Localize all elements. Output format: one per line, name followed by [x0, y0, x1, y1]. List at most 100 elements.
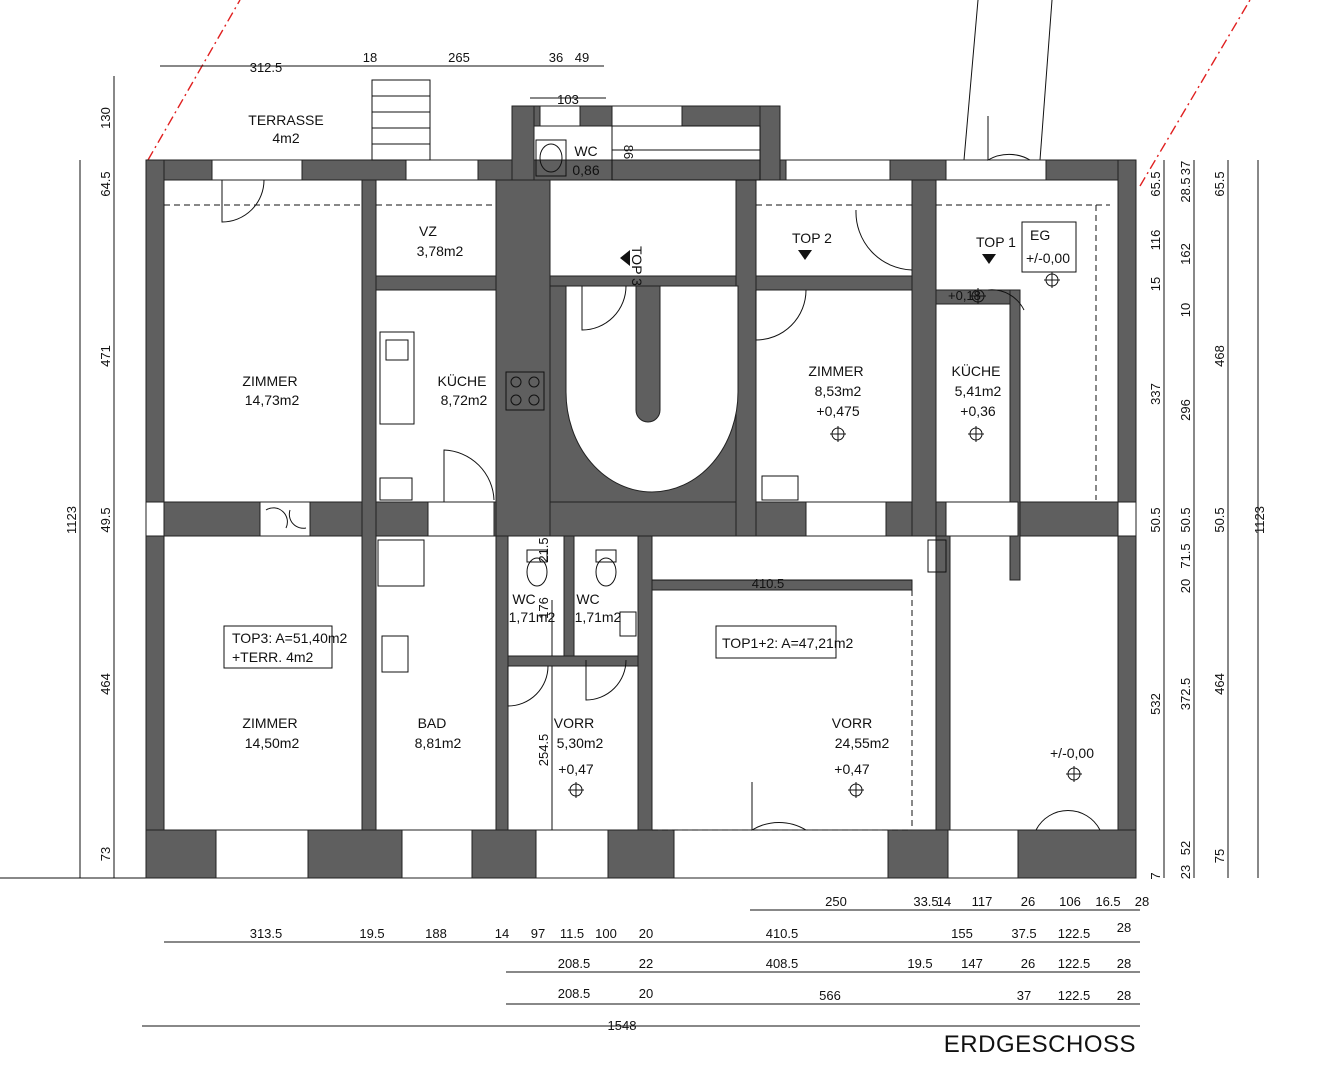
dims-bottom-row4: 208.5 20 566 37 122.5 28 [558, 986, 1132, 1003]
room-area: 5,41m2 [955, 383, 1002, 399]
dim-text: 65.5 [1212, 171, 1227, 196]
dim-text: 208.5 [558, 986, 591, 1001]
entry-arrow-icon [620, 250, 630, 266]
room-level: +0,47 [834, 761, 870, 777]
room-name: VORR [832, 715, 872, 731]
entry-markers: TOP 2 TOP 1 TOP 3 +/-0,00 +0,18 [620, 230, 1094, 761]
tag-top3-terr: +TERR. 4m2 [232, 649, 314, 665]
room-vorr-small: VORR 5,30m2 +0,47 [554, 715, 604, 777]
dim-text: 75 [1212, 849, 1227, 863]
tag-top1: TOP 1 [976, 234, 1016, 250]
room-name: VZ [419, 223, 437, 239]
dimension-lines [79, 65, 1259, 1027]
dim-text: 117 [972, 894, 993, 909]
dim-text: 532 [1148, 693, 1163, 715]
dashed-lines [164, 204, 1110, 831]
dims-right-mid: 37 28.5 162 10 296 50.5 71.5 20 372.5 52… [1178, 161, 1193, 879]
drawing-title: ERDGESCHOSS [944, 1031, 1136, 1058]
dims-total: 1548 [608, 1018, 637, 1033]
dim-text: 20 [639, 926, 653, 941]
dim-text: 471 [98, 345, 113, 367]
room-area: 8,72m2 [441, 392, 488, 408]
dim-text: 410.5 [752, 576, 785, 591]
room-name: BAD [418, 715, 447, 731]
dim-text: 155 [951, 926, 973, 941]
room-area: 1,71m2 [575, 609, 622, 625]
room-name: ZIMMER [242, 373, 297, 389]
level-markers [568, 272, 1082, 798]
tag-entry-level: +/-0,00 [1050, 745, 1094, 761]
dim-text: 22 [639, 956, 653, 971]
dim-text: 49 [575, 50, 589, 65]
stair-core [565, 285, 739, 493]
dim-text: 20 [1178, 579, 1193, 593]
room-area: 8,53m2 [815, 383, 862, 399]
room-name: TERRASSE [248, 112, 323, 128]
dim-text: 116 [1148, 230, 1163, 251]
room-kueche-e: KÜCHE 5,41m2 +0,36 [951, 362, 1001, 419]
dim-text: 464 [1212, 673, 1227, 695]
level-marker-icon [970, 288, 986, 304]
dim-text: 97 [531, 926, 545, 941]
room-name: WC [576, 591, 599, 607]
level-marker-icon [848, 782, 864, 798]
dim-text: 14 [937, 894, 951, 909]
dim-text: 64.5 [98, 171, 113, 196]
dims-left: 130 64.5 471 49.5 464 73 1123 [64, 107, 113, 861]
room-area: 4m2 [272, 130, 299, 146]
room-vorr-large: VORR 24,55m2 +0,47 [832, 715, 890, 777]
entry-arrow-icon [982, 254, 996, 264]
dim-text: 73 [98, 847, 113, 861]
room-zimmer-ne: ZIMMER 8,53m2 +0,475 [808, 363, 863, 419]
room-bad: BAD 8,81m2 [415, 715, 462, 751]
dim-text: 147 [961, 956, 983, 971]
room-kueche-w: KÜCHE 8,72m2 [437, 372, 487, 408]
dim-text: 106 [1059, 894, 1081, 909]
room-area: 3,78m2 [417, 243, 464, 259]
tag-eg-label: EG [1030, 227, 1050, 243]
room-vz: VZ 3,78m2 [417, 223, 464, 259]
dim-text: 19.5 [907, 956, 932, 971]
dim-text: 1548 [608, 1018, 637, 1033]
dim-text: 28 [1117, 988, 1131, 1003]
room-name: KÜCHE [951, 362, 1000, 379]
dims-bottom-row3: 208.5 22 408.5 19.5 147 26 122.5 28 [558, 956, 1132, 971]
room-name: KÜCHE [437, 372, 486, 389]
room-wc-1: WC 1,71m2 [509, 591, 556, 625]
dim-text: 86 [621, 145, 636, 159]
room-wc-2: WC 1,71m2 [575, 591, 622, 625]
tag-top3: TOP3: A=51,40m2 +TERR. 4m2 [223, 625, 348, 669]
dim-text: 122.5 [1058, 988, 1091, 1003]
dim-text: 50.5 [1212, 507, 1227, 532]
dim-text: 1123 [64, 506, 79, 534]
room-level: +0,36 [960, 403, 996, 419]
level-marker-icon [1044, 272, 1060, 288]
tag-top2: TOP 2 [792, 230, 832, 246]
room-name: VORR [554, 715, 594, 731]
room-level: +0,475 [816, 403, 859, 419]
dim-text: 28.5 [1178, 177, 1193, 202]
dim-text: 28 [1117, 956, 1131, 971]
dim-text: 188 [425, 926, 447, 941]
dim-text: 28 [1135, 894, 1149, 909]
dim-text: 52 [1178, 841, 1193, 855]
room-terrasse: TERRASSE 4m2 [248, 112, 323, 146]
dim-text: 208.5 [558, 956, 591, 971]
room-name: ZIMMER [808, 363, 863, 379]
dim-text: 28 [1117, 920, 1131, 935]
dim-text: 20 [639, 986, 653, 1001]
dim-text: 408.5 [766, 956, 799, 971]
dim-text: 464 [98, 673, 113, 695]
dim-text: 176 [536, 597, 551, 619]
room-area: 1,71m2 [509, 609, 556, 625]
dim-text: 337 [1148, 383, 1163, 405]
dim-text: 71.5 [1178, 543, 1193, 568]
dim-text: 26 [1021, 956, 1035, 971]
dim-text: 468 [1212, 345, 1227, 367]
dims-bottom-row1: 250 33.5 14 117 26 106 16.5 28 [825, 894, 1149, 909]
dim-text: 23 [1178, 865, 1193, 879]
tag-top12: TOP1+2: A=47,21m2 [715, 625, 853, 659]
dim-text: 16.5 [1095, 894, 1120, 909]
room-area: 5,30m2 [557, 735, 604, 751]
